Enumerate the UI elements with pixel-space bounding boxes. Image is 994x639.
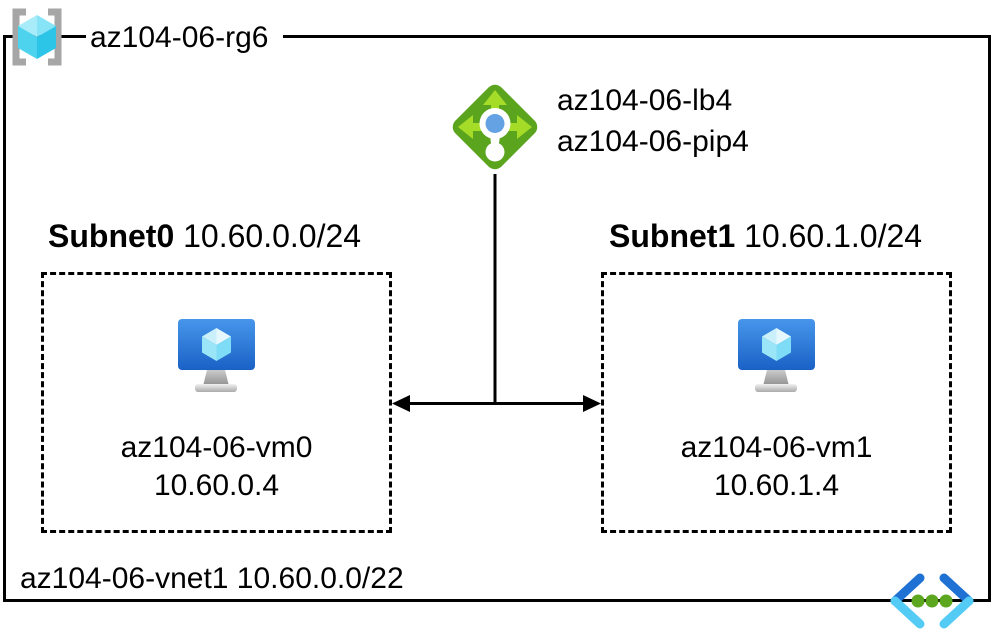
subnet1-box — [601, 272, 952, 533]
vm1-name: az104-06-vm1 — [680, 431, 873, 464]
rg-label-backdrop — [86, 29, 283, 44]
resource-group-box — [3, 35, 991, 602]
subnet1-label: Subnet1 10.60.1.0/24 — [609, 218, 922, 255]
subnet0-label: Subnet0 10.60.0.0/24 — [48, 218, 361, 255]
vm0-ip: 10.60.0.4 — [153, 469, 280, 502]
vm1-ip: 10.60.1.4 — [713, 469, 840, 502]
connector-lines — [392, 174, 601, 412]
resource-group-icon — [12, 8, 62, 66]
virtual-network-icon — [890, 573, 974, 629]
virtual-machine-icon-vm1 — [738, 319, 815, 392]
load-balancer-icon — [452, 84, 538, 170]
subnet1-name: Subnet1 — [609, 218, 736, 254]
vm0-name: az104-06-vm0 — [120, 431, 313, 464]
vnet-label: az104-06-vnet1 10.60.0.0/22 — [20, 562, 404, 595]
subnet0-name: Subnet0 — [48, 218, 175, 254]
resource-group-label: az104-06-rg6 — [90, 21, 269, 54]
virtual-machine-icon-vm0 — [178, 319, 255, 392]
public-ip-name: az104-06-pip4 — [557, 125, 749, 158]
subnet0-cidr: 10.60.0.0/24 — [183, 218, 362, 254]
subnet0-box — [41, 272, 392, 533]
load-balancer-name: az104-06-lb4 — [557, 84, 733, 117]
load-balancer-labels: az104-06-lb4 az104-06-pip4 — [557, 80, 749, 162]
subnet1-cidr: 10.60.1.0/24 — [744, 218, 923, 254]
